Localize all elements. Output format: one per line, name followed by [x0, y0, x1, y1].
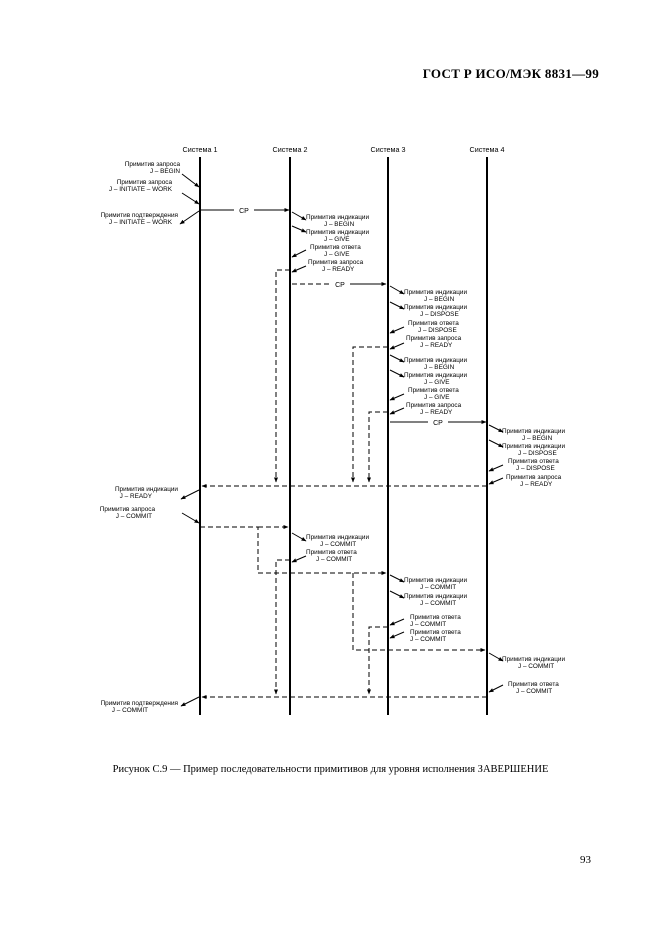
system-1-title: Система 1 — [183, 145, 218, 154]
cp-label-1: СР — [239, 208, 249, 215]
label-s1-begin-req-1: Примитив запроса — [125, 161, 181, 168]
label-s3-commit-resp2-2: J – COMMIT — [410, 636, 446, 643]
sequence-diagram: Система 1 Система 2 Система 3 Система 4 — [100, 145, 565, 715]
label-s1-begin-req-2: J – BEGIN — [150, 168, 181, 175]
label-s2-ready-req-1: Примитив запроса — [308, 259, 364, 266]
label-s3-ready-req-2: J – READY — [420, 342, 453, 349]
label-s4-dispose-resp-2: J – DISPOSE — [516, 465, 555, 472]
cp-messages — [200, 208, 487, 424]
label-s4-commit-ind-2: J – COMMIT — [518, 663, 554, 670]
label-s3-give-ind-2: J – GIVE — [424, 379, 450, 386]
primitive-arrows — [179, 173, 504, 707]
label-s2-begin-ind-1: Примитив индикации — [306, 214, 369, 221]
label-s3-commit-resp-1: Примитив ответа — [410, 614, 461, 621]
label-s3-give-ind-1: Примитив индикации — [404, 372, 467, 379]
cp-label-3: СР — [433, 420, 443, 427]
system-2-title: Система 2 — [273, 145, 308, 154]
label-s1-ready-ind-2: J – READY — [120, 493, 153, 500]
label-s3-dispose-ind-2: J – DISPOSE — [420, 311, 459, 318]
label-s4-ready-req-2: J – READY — [520, 481, 553, 488]
label-s3-dispose-ind-1: Примитив индикации — [404, 304, 467, 311]
dashed-flows — [200, 269, 487, 699]
label-s1-iw-conf-2: J – INITIATE – WORK — [109, 219, 173, 226]
label-s4-commit-resp-1: Примитив ответа — [508, 681, 559, 688]
figure-caption: Рисунок С.9 — Пример последовательности … — [112, 764, 549, 775]
label-s2-commit-ind-2: J – COMMIT — [320, 541, 356, 548]
label-s1-commit-req-2: J – COMMIT — [116, 513, 152, 520]
label-s2-give-ind-1: Примитив индикации — [306, 229, 369, 236]
label-s4-dispose-ind-2: J – DISPOSE — [518, 450, 557, 457]
label-s4-dispose-ind-1: Примитив индикации — [502, 443, 565, 450]
label-s3-ready-req2-2: J – READY — [420, 409, 453, 416]
label-s2-give-resp-1: Примитив ответа — [310, 244, 361, 251]
label-s3-give-resp-1: Примитив ответа — [408, 387, 459, 394]
label-s4-dispose-resp-1: Примитив ответа — [508, 458, 559, 465]
label-s3-commit-ind-2: J – COMMIT — [420, 584, 456, 591]
label-s1-iw-conf-1: Примитив подтверждения — [101, 212, 179, 219]
label-s3-give-resp-2: J – GIVE — [424, 394, 450, 401]
label-s3-commit-resp2-1: Примитив ответа — [410, 629, 461, 636]
label-s3-dispose-resp-2: J – DISPOSE — [418, 327, 457, 334]
label-s2-commit-resp-1: Примитив ответа — [306, 549, 357, 556]
label-s2-give-ind-2: J – GIVE — [324, 236, 350, 243]
label-s2-give-resp-2: J – GIVE — [324, 251, 350, 258]
label-s1-ready-ind-1: Примитив индикации — [115, 486, 178, 493]
page-number: 93 — [580, 854, 591, 866]
label-s3-ready-req-1: Примитив запроса — [406, 335, 462, 342]
label-s4-ready-req-1: Примитив запроса — [506, 474, 562, 481]
label-s4-commit-ind-1: Примитив индикации — [502, 656, 565, 663]
label-s4-begin-ind-1: Примитив индикации — [502, 428, 565, 435]
label-s3-commit-ind2-2: J – COMMIT — [420, 600, 456, 607]
label-s3-begin-ind-2: J – BEGIN — [424, 296, 455, 303]
label-s1-commit-conf-1: Примитив подтверждения — [101, 700, 179, 707]
label-s2-begin-ind-2: J – BEGIN — [324, 221, 355, 228]
label-s1-iw-req-2: J – INITIATE – WORK — [109, 186, 173, 193]
label-s3-begin-ind2-2: J – BEGIN — [424, 364, 455, 371]
label-s4-begin-ind-2: J – BEGIN — [522, 435, 553, 442]
cp-label-2: СР — [335, 282, 345, 289]
label-s1-commit-conf-2: J – COMMIT — [112, 707, 148, 714]
label-s2-commit-ind-1: Примитив индикации — [306, 534, 369, 541]
system-4-title: Система 4 — [470, 145, 505, 154]
label-s1-iw-req-1: Примитив запроса — [117, 179, 173, 186]
label-s3-begin-ind2-1: Примитив индикации — [404, 357, 467, 364]
label-s3-begin-ind-1: Примитив индикации — [404, 289, 467, 296]
label-s3-dispose-resp-1: Примитив ответа — [408, 320, 459, 327]
label-s2-commit-resp-2: J – COMMIT — [316, 556, 352, 563]
label-s3-ready-req2-1: Примитив запроса — [406, 402, 462, 409]
label-s3-commit-ind2-1: Примитив индикации — [404, 593, 467, 600]
page-header: ГОСТ Р ИСО/МЭК 8831—99 — [422, 66, 599, 81]
label-s3-commit-resp-2: J – COMMIT — [410, 621, 446, 628]
system-3-title: Система 3 — [371, 145, 406, 154]
label-s3-commit-ind-1: Примитив индикации — [404, 577, 467, 584]
label-s2-ready-req-2: J – READY — [322, 266, 355, 273]
label-s4-commit-resp-2: J – COMMIT — [516, 688, 552, 695]
label-s1-commit-req-1: Примитив запроса — [100, 506, 156, 513]
